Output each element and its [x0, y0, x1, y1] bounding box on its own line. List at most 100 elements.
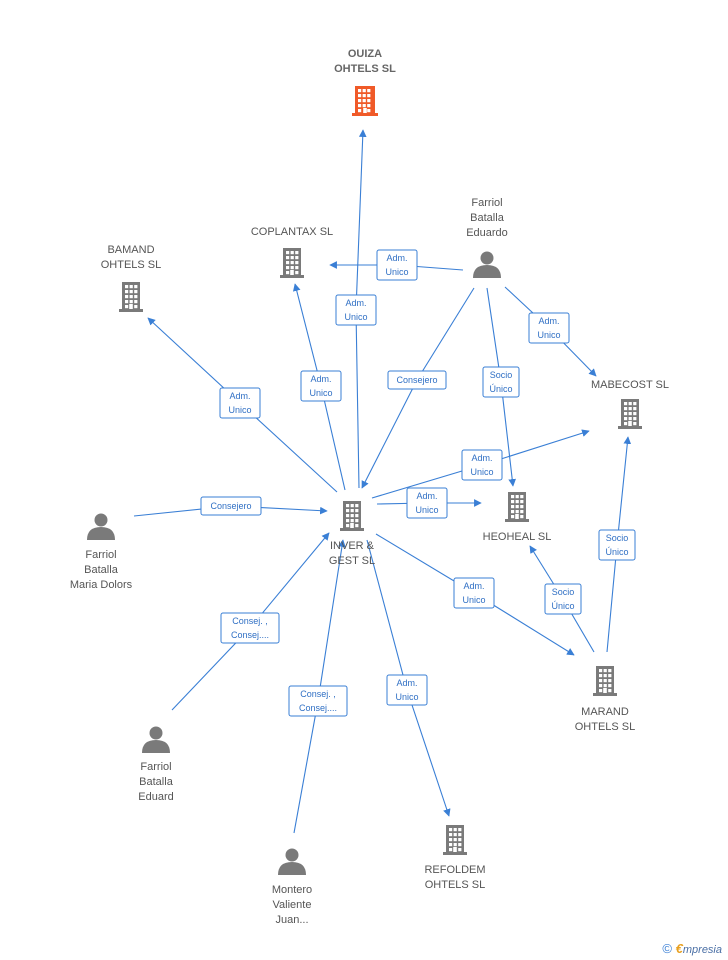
- building-window: [453, 833, 457, 837]
- node-label-line: Farriol: [85, 549, 116, 561]
- edge-label[interactable]: Adm.Unico: [335, 294, 377, 326]
- edge-label-text: Unico: [385, 267, 408, 277]
- building-window: [362, 94, 366, 98]
- building-window: [295, 251, 299, 255]
- edge-label-box[interactable]: [528, 312, 570, 344]
- edge-label-box[interactable]: [220, 612, 280, 644]
- edge-label[interactable]: Adm.Unico: [453, 577, 495, 609]
- node-montero[interactable]: MonteroValienteJuan...: [272, 848, 312, 927]
- edge-label-text: Adm.: [386, 253, 407, 263]
- edge-label-box[interactable]: [387, 370, 447, 390]
- building-window: [511, 515, 515, 519]
- edge-label-box[interactable]: [219, 387, 261, 419]
- edge-label-box[interactable]: [598, 529, 636, 561]
- building-icon[interactable]: [505, 492, 529, 522]
- building-window: [295, 261, 299, 265]
- edge-label-text: Unico: [395, 692, 418, 702]
- building-window: [134, 300, 138, 304]
- building-window: [355, 519, 359, 523]
- edge-label[interactable]: Adm.Unico: [406, 487, 448, 519]
- person-head: [94, 513, 108, 527]
- edge-label-text: Adm.: [538, 316, 559, 326]
- building-icon[interactable]: [352, 86, 378, 116]
- node-label-line: BAMAND: [107, 244, 154, 256]
- building-icon[interactable]: [443, 825, 467, 855]
- edge-label-box[interactable]: [406, 487, 448, 519]
- edge-label-box[interactable]: [544, 583, 582, 615]
- building-window: [633, 402, 637, 406]
- person-icon[interactable]: [142, 726, 170, 754]
- node-mabecost[interactable]: MABECOST SL: [591, 379, 669, 429]
- building-window: [515, 510, 519, 514]
- edge-label-box[interactable]: [376, 249, 418, 281]
- building-window: [367, 104, 371, 108]
- building-window: [633, 417, 637, 421]
- edge-label-box[interactable]: [386, 674, 428, 706]
- edge-label-text: Socio: [490, 370, 513, 380]
- node-label-line: OHTELS SL: [334, 63, 396, 75]
- edge-label-text: Unico: [415, 505, 438, 515]
- building-icon[interactable]: [119, 282, 143, 312]
- person-icon[interactable]: [87, 513, 115, 541]
- edge-label-text: Adm.: [229, 391, 250, 401]
- edge-label[interactable]: Adm.Unico: [386, 674, 428, 706]
- node-heoheal[interactable]: HEOHEAL SL: [483, 492, 552, 543]
- edge-label[interactable]: Adm. Unico: [376, 249, 418, 281]
- edge-label-box[interactable]: [335, 294, 377, 326]
- edge-label[interactable]: Adm. Unico: [528, 312, 570, 344]
- node-label-line: Eduard: [138, 791, 173, 803]
- edge-label-box[interactable]: [482, 366, 520, 398]
- building-window: [608, 679, 612, 683]
- building-window: [624, 402, 628, 406]
- node-inver[interactable]: INVER &GEST SL: [329, 501, 375, 567]
- edge-label-text: Adm.: [310, 374, 331, 384]
- edge-label-text: Consej....: [231, 630, 269, 640]
- edge-label-box[interactable]: [200, 496, 262, 516]
- edge-label-text: Consejero: [396, 375, 437, 385]
- building-window: [129, 285, 133, 289]
- building-icon[interactable]: [280, 248, 304, 278]
- building-window: [449, 828, 453, 832]
- person-icon[interactable]: [473, 251, 501, 279]
- edge-label-box[interactable]: [453, 577, 495, 609]
- building-window: [511, 495, 515, 499]
- edge-label-text: Consej. ,: [232, 616, 268, 626]
- building-icon[interactable]: [340, 501, 364, 531]
- edge-label[interactable]: Consej. ,Consej....: [288, 685, 348, 717]
- edge-label[interactable]: Consej. , Consej....: [220, 612, 280, 644]
- building-window: [628, 407, 632, 411]
- person-head: [480, 251, 494, 265]
- building-window: [358, 89, 362, 93]
- building-door: [515, 514, 519, 519]
- edge-label-box[interactable]: [300, 370, 342, 402]
- edge-label-text: Unico: [537, 330, 560, 340]
- building-window: [350, 509, 354, 513]
- node-coplantax[interactable]: COPLANTAX SL: [251, 226, 333, 278]
- edge-label[interactable]: Consejero: [387, 370, 447, 390]
- node-label-line: OHTELS SL: [575, 721, 636, 733]
- building-icon[interactable]: [593, 666, 617, 696]
- edge-label[interactable]: Consejero: [200, 496, 262, 516]
- person-icon[interactable]: [278, 848, 306, 876]
- edge-label-box[interactable]: [288, 685, 348, 717]
- edge-label-box[interactable]: [461, 449, 503, 481]
- edge-label[interactable]: Adm.Unico: [300, 370, 342, 402]
- building-window: [458, 843, 462, 847]
- building-window: [286, 261, 290, 265]
- edge-label-text: Adm.: [471, 453, 492, 463]
- building-window: [355, 514, 359, 518]
- building-icon[interactable]: [618, 399, 642, 429]
- edge-label[interactable]: Adm.Unico: [219, 387, 261, 419]
- building-window: [624, 412, 628, 416]
- edge-label[interactable]: Adm.Unico: [461, 449, 503, 481]
